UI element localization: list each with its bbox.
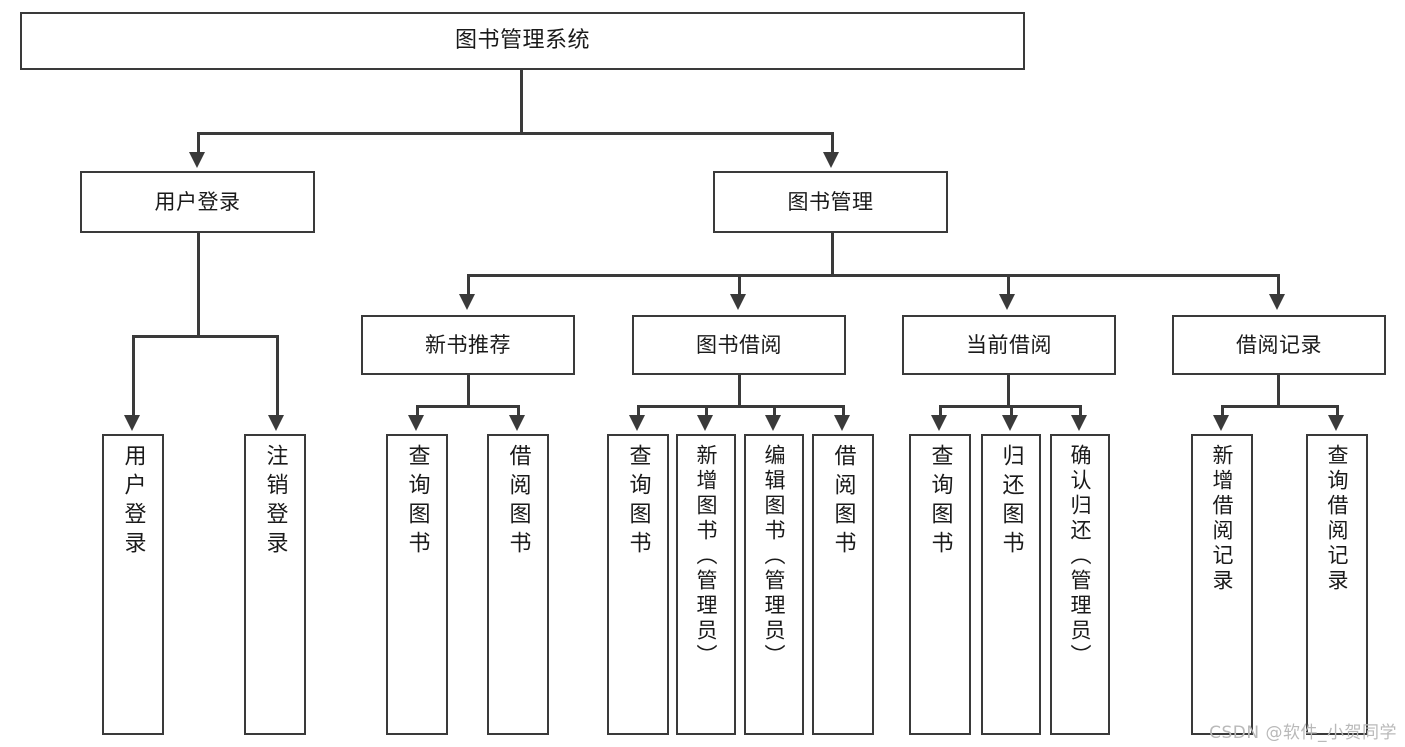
connector-login-bus — [132, 335, 278, 338]
connector-borrow-leaf8 — [842, 405, 845, 417]
connector-bookmgmt-stem — [831, 232, 834, 274]
leaf-node-return-books[interactable]: 归还图书 — [981, 434, 1041, 735]
connector-login-leaf2 — [276, 335, 279, 417]
arrowhead-leaf-4 — [509, 415, 525, 431]
arrowhead-leaf-7 — [765, 415, 781, 431]
connector-bookmgmt-bus — [467, 274, 1279, 277]
node-new-book-recommendation[interactable]: 新书推荐 — [361, 315, 575, 375]
node-label: 新书推荐 — [425, 332, 511, 357]
arrowhead-to-borrow — [730, 294, 746, 310]
arrowhead-to-records — [1269, 294, 1285, 310]
connector-newbook-leaf3 — [416, 405, 419, 417]
connector-borrow-leaf5 — [637, 405, 640, 417]
connector-newbook-bus — [416, 405, 519, 408]
arrowhead-leaf-12 — [1213, 415, 1229, 431]
node-current-borrowing[interactable]: 当前借阅 — [902, 315, 1116, 375]
arrowhead-to-current — [999, 294, 1015, 310]
node-label: 新增图书（管理员） — [694, 444, 719, 669]
leaf-node-borrow-books[interactable]: 借阅图书 — [812, 434, 874, 735]
leaf-node-add-book-admin[interactable]: 新增图书（管理员） — [676, 434, 736, 735]
connector-current-stem — [1007, 375, 1010, 405]
connector-current-leaf9 — [939, 405, 942, 417]
node-label: 编辑图书（管理员） — [762, 444, 787, 669]
arrowhead-to-newbook — [459, 294, 475, 310]
arrowhead-leaf-10 — [1002, 415, 1018, 431]
connector-root-stem — [520, 70, 523, 132]
leaf-node-query-books-newbook[interactable]: 查询图书 — [386, 434, 448, 735]
arrowhead-leaf-1 — [124, 415, 140, 431]
connector-borrow-stem — [738, 375, 741, 405]
node-label: 图书管理 — [787, 189, 874, 214]
connector-records-leaf13 — [1336, 405, 1339, 417]
leaf-node-confirm-return-admin[interactable]: 确认归还（管理员） — [1050, 434, 1110, 735]
connector-root-to-login — [197, 132, 200, 154]
connector-records-bus — [1221, 405, 1338, 408]
node-label: 确认归还（管理员） — [1068, 444, 1093, 669]
leaf-node-borrow-books-newbook[interactable]: 借阅图书 — [487, 434, 549, 735]
arrowhead-leaf-3 — [408, 415, 424, 431]
leaf-node-query-books-current[interactable]: 查询图书 — [909, 434, 971, 735]
connector-records-stem — [1277, 375, 1280, 405]
leaf-node-user-login[interactable]: 用户登录 — [102, 434, 164, 735]
node-label: 查询图书 — [927, 444, 953, 560]
connector-to-current — [1007, 274, 1010, 296]
node-user-login[interactable]: 用户登录 — [80, 171, 315, 233]
node-label: 图书管理系统 — [454, 28, 590, 54]
arrowhead-leaf-13 — [1328, 415, 1344, 431]
connector-current-leaf10 — [1010, 405, 1013, 417]
connector-root-bus — [197, 132, 833, 135]
node-label: 查询借阅记录 — [1325, 444, 1350, 594]
leaf-node-edit-book-admin[interactable]: 编辑图书（管理员） — [744, 434, 804, 735]
node-label: 用户登录 — [154, 189, 241, 214]
connector-borrow-leaf7 — [773, 405, 776, 417]
connector-current-leaf11 — [1079, 405, 1082, 417]
node-label: 图书借阅 — [696, 332, 782, 357]
connector-to-borrow — [738, 274, 741, 296]
node-label: 用户登录 — [120, 444, 146, 560]
connector-to-records — [1277, 274, 1280, 296]
leaf-node-logout[interactable]: 注销登录 — [244, 434, 306, 735]
connector-newbook-stem — [467, 375, 470, 405]
connector-records-leaf12 — [1221, 405, 1224, 417]
connector-newbook-leaf4 — [517, 405, 520, 417]
node-label: 借阅图书 — [830, 444, 856, 560]
leaf-node-query-borrow-record[interactable]: 查询借阅记录 — [1306, 434, 1368, 735]
connector-to-newbook — [467, 274, 470, 296]
node-label: 查询图书 — [625, 444, 651, 560]
node-label: 注销登录 — [262, 444, 288, 560]
arrowhead-leaf-6 — [697, 415, 713, 431]
node-book-borrowing[interactable]: 图书借阅 — [632, 315, 846, 375]
connector-login-leaf1 — [132, 335, 135, 417]
node-borrowing-records[interactable]: 借阅记录 — [1172, 315, 1386, 375]
node-label: 新增借阅记录 — [1210, 444, 1235, 594]
arrowhead-leaf-2 — [268, 415, 284, 431]
arrowhead-to-login — [189, 152, 205, 168]
node-label: 查询图书 — [404, 444, 430, 560]
arrowhead-leaf-9 — [931, 415, 947, 431]
connector-borrow-leaf6 — [705, 405, 708, 417]
arrowhead-leaf-5 — [629, 415, 645, 431]
connector-borrow-bus — [637, 405, 844, 408]
leaf-node-add-borrow-record[interactable]: 新增借阅记录 — [1191, 434, 1253, 735]
connector-login-stem — [197, 232, 200, 335]
connector-root-to-bookmgmt — [831, 132, 834, 154]
arrowhead-leaf-8 — [834, 415, 850, 431]
leaf-node-query-books-borrow[interactable]: 查询图书 — [607, 434, 669, 735]
node-book-management[interactable]: 图书管理 — [713, 171, 948, 233]
node-label: 归还图书 — [998, 444, 1024, 560]
node-label: 借阅记录 — [1236, 332, 1322, 357]
node-label: 借阅图书 — [505, 444, 531, 560]
arrowhead-to-bookmgmt — [823, 152, 839, 168]
node-root-book-management-system[interactable]: 图书管理系统 — [20, 12, 1025, 70]
node-label: 当前借阅 — [966, 332, 1052, 357]
arrowhead-leaf-11 — [1071, 415, 1087, 431]
